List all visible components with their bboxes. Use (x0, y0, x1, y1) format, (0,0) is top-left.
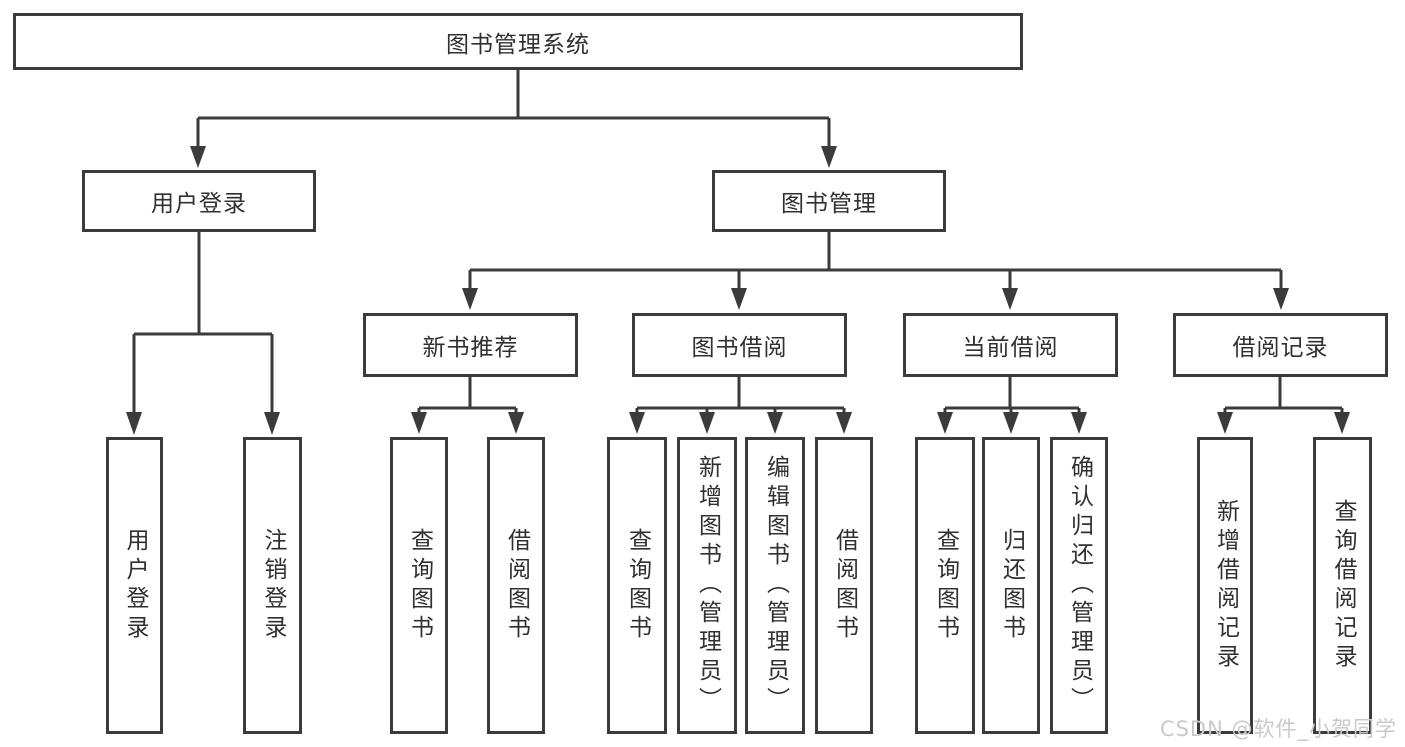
arrowhead-book-management (821, 146, 837, 168)
leaf-bb-borrow-books-label: 借阅图书 (831, 527, 858, 644)
arrowhead-bb-edit (767, 412, 783, 434)
node-book-borrow: 图书借阅 (632, 313, 847, 377)
connector-new-book-to-leaves (417, 377, 518, 414)
arrowhead-bb-add (699, 412, 715, 434)
leaf-bb-query-books: 查询图书 (607, 437, 667, 734)
node-new-book-recommend-label: 新书推荐 (422, 335, 519, 361)
csdn-watermark: CSDN @软件_小贺同学 (1159, 717, 1397, 741)
leaf-add-borrow-record: 新增借阅记录 (1197, 437, 1253, 734)
node-book-management: 图书管理 (712, 170, 946, 232)
leaf-logout-label: 注销登录 (260, 527, 286, 644)
connector-book-management-to-level3 (468, 232, 1283, 289)
connector-book-borrow-to-leaves (635, 377, 846, 414)
node-user-login-label: 用户登录 (151, 191, 247, 217)
leaf-logout: 注销登录 (243, 437, 302, 734)
node-book-management-label: 图书管理 (781, 191, 877, 217)
node-root-label: 图书管理系统 (446, 31, 590, 58)
leaf-cb-query-books-label: 查询图书 (932, 527, 959, 644)
arrowhead-leaf-user-login (126, 412, 142, 435)
leaf-add-book-admin: 新增图书（管理员） (677, 437, 737, 734)
arrowhead-nb-borrow (508, 412, 524, 434)
leaf-bb-query-books-label: 查询图书 (624, 527, 651, 644)
connector-current-borrow-to-leaves (943, 377, 1081, 414)
node-user-login: 用户登录 (82, 170, 316, 232)
leaf-query-books-label: 查询图书 (406, 527, 433, 644)
leaf-user-login: 用户登录 (106, 437, 163, 734)
leaf-borrow-books-label: 借阅图书 (503, 527, 530, 644)
connector-borrow-record-to-leaves (1223, 377, 1344, 414)
node-root-system: 图书管理系统 (13, 13, 1023, 70)
leaf-return-books: 归还图书 (982, 437, 1040, 734)
connector-root-to-level2 (196, 70, 831, 148)
node-current-borrow-label: 当前借阅 (962, 335, 1059, 361)
arrowhead-current-borrow (1002, 288, 1018, 310)
arrowhead-bb-borrow (836, 412, 852, 434)
arrowhead-br-query (1334, 412, 1350, 434)
leaf-edit-book-admin-label: 编辑图书（管理员） (762, 455, 789, 716)
leaf-query-borrow-record: 查询借阅记录 (1313, 437, 1372, 734)
arrowhead-cb-return (1003, 412, 1019, 434)
arrowhead-borrow-record (1273, 288, 1289, 310)
leaf-confirm-return-admin: 确认归还（管理员） (1050, 437, 1108, 734)
arrowhead-new-book (462, 288, 478, 310)
arrowhead-br-add (1217, 412, 1233, 434)
arrowhead-nb-query (411, 412, 427, 434)
leaf-query-borrow-record-label: 查询借阅记录 (1330, 498, 1356, 673)
leaf-edit-book-admin: 编辑图书（管理员） (745, 437, 805, 734)
arrowhead-user-login (190, 146, 206, 168)
node-book-borrow-label: 图书借阅 (691, 335, 788, 361)
arrowhead-leaf-logout (264, 412, 280, 435)
node-borrow-record-label: 借阅记录 (1232, 335, 1329, 361)
leaf-add-borrow-record-label: 新增借阅记录 (1212, 498, 1239, 673)
leaf-return-books-label: 归还图书 (998, 527, 1025, 644)
leaf-bb-borrow-books: 借阅图书 (815, 437, 873, 734)
leaf-cb-query-books: 查询图书 (915, 437, 975, 734)
leaf-query-books: 查询图书 (390, 437, 448, 734)
node-new-book-recommend: 新书推荐 (363, 313, 578, 377)
node-current-borrow: 当前借阅 (903, 313, 1118, 377)
node-borrow-record: 借阅记录 (1173, 313, 1388, 377)
arrowhead-book-borrow (731, 288, 747, 310)
arrowhead-cb-confirm (1071, 412, 1087, 434)
leaf-borrow-books: 借阅图书 (487, 437, 545, 734)
arrowhead-bb-query (629, 412, 645, 434)
leaf-user-login-label: 用户登录 (122, 527, 148, 644)
leaf-confirm-return-admin-label: 确认归还（管理员） (1066, 455, 1093, 716)
connector-user-login-to-leaves (132, 232, 274, 413)
leaf-add-book-admin-label: 新增图书（管理员） (694, 455, 721, 716)
arrowhead-cb-query (937, 412, 953, 434)
